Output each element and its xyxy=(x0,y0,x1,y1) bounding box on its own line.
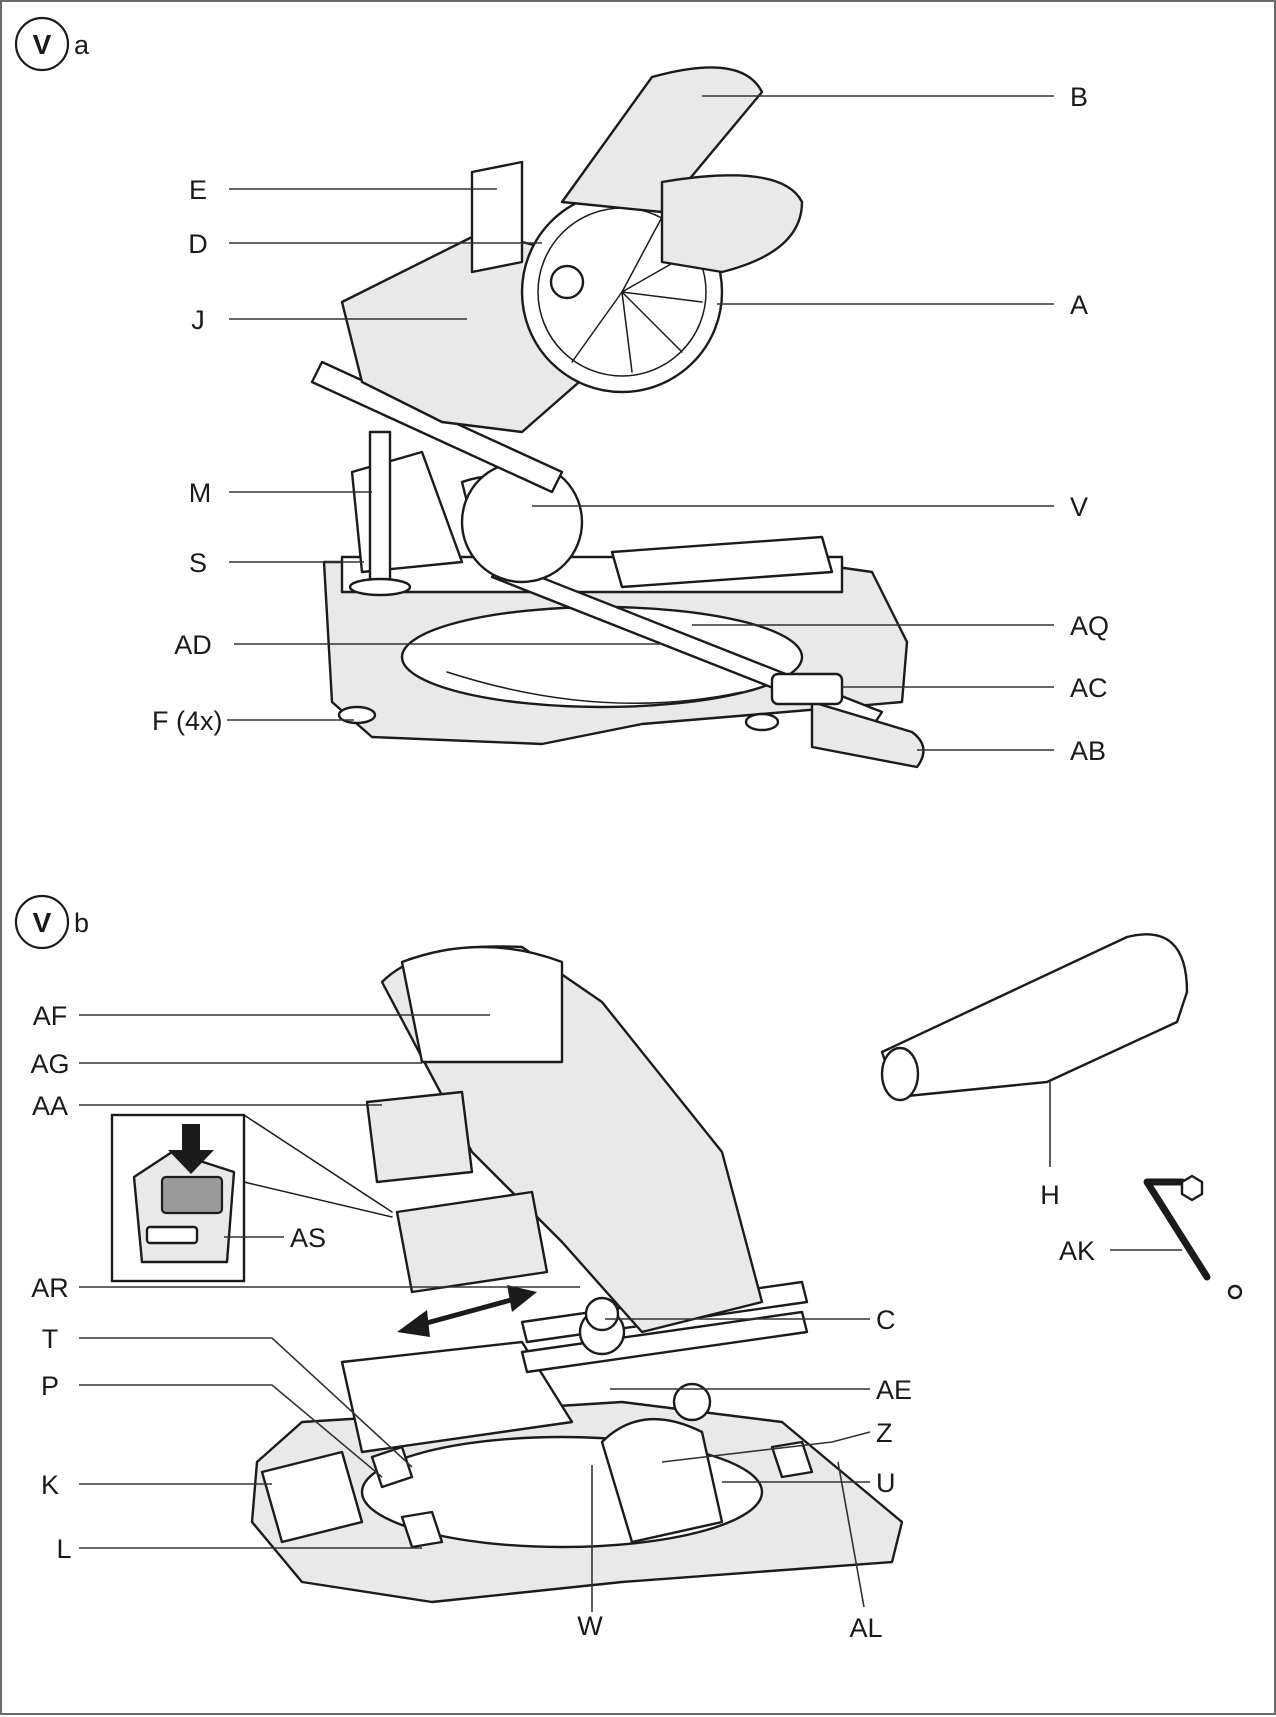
leader-Z xyxy=(661,1431,871,1463)
label-F-4x: F (4x) xyxy=(152,706,223,736)
label-AS: AS xyxy=(290,1223,326,1253)
figure-b-leaders xyxy=(79,1014,1182,1612)
miter-saw-rear-illustration xyxy=(250,945,904,1604)
battery-pack-2 xyxy=(395,1190,549,1294)
label-AR: AR xyxy=(31,1273,69,1303)
label-A: A xyxy=(1070,290,1088,320)
label-Z: Z xyxy=(876,1418,893,1448)
hex-key xyxy=(1143,1178,1211,1281)
bevel-lock xyxy=(584,1296,620,1332)
dust-bag xyxy=(880,933,1189,1099)
label-AL: AL xyxy=(849,1613,882,1643)
figure-b-labels: AF AG AA AS H AK AR C T P AE Z K U L W A… xyxy=(30,1001,1095,1643)
label-AC: AC xyxy=(1070,673,1108,703)
figure-a-badge-letter: V xyxy=(33,29,52,60)
figure-a-letter: a xyxy=(74,30,90,60)
label-AQ: AQ xyxy=(1070,611,1109,641)
battery-pack xyxy=(365,1090,474,1184)
label-AB: AB xyxy=(1070,736,1106,766)
fuel-gauge-leds xyxy=(145,1225,199,1245)
figure-a: V a xyxy=(14,16,1109,769)
label-E: E xyxy=(189,175,207,205)
label-AG: AG xyxy=(30,1049,69,1079)
miter-lock xyxy=(770,672,844,706)
label-B: B xyxy=(1070,82,1088,112)
arbor-bolt xyxy=(549,264,585,300)
label-S: S xyxy=(189,548,207,578)
leader-T xyxy=(79,1337,413,1468)
upper-rail xyxy=(310,360,564,494)
dust-bag-illustration xyxy=(880,933,1189,1102)
wing-knob xyxy=(400,1510,444,1549)
label-U: U xyxy=(876,1468,896,1498)
mounting-foot xyxy=(744,712,780,732)
guard-hub xyxy=(460,460,584,584)
leader-AL xyxy=(837,1461,865,1608)
rear-handle xyxy=(400,945,564,1064)
pivot-post xyxy=(350,450,464,574)
label-J: J xyxy=(191,305,205,335)
label-H: H xyxy=(1040,1180,1060,1210)
battery-inset xyxy=(110,1113,393,1283)
hex-key-illustration xyxy=(1143,1174,1243,1300)
figure-b: V b xyxy=(14,894,1243,1643)
figure-a-leaders xyxy=(227,95,1054,751)
slide-rail-lower xyxy=(520,1310,809,1374)
figure-a-labels: B E D A J M V S AQ AD AC F (4x) AB xyxy=(152,82,1109,766)
circled-v-icon xyxy=(14,16,70,72)
label-L: L xyxy=(56,1534,71,1564)
miter-saw-illustration xyxy=(310,66,925,769)
label-AF: AF xyxy=(33,1001,68,1031)
gauge-button xyxy=(160,1175,224,1215)
label-P: P xyxy=(41,1371,59,1401)
label-T: T xyxy=(42,1324,59,1354)
fence-extension xyxy=(610,535,834,589)
label-AK: AK xyxy=(1059,1236,1095,1266)
mounting-foot xyxy=(337,705,377,725)
vise-foot xyxy=(348,577,412,597)
hex-head-icon xyxy=(1180,1174,1204,1202)
label-AA: AA xyxy=(32,1091,68,1121)
vise-rod xyxy=(368,430,392,584)
label-W: W xyxy=(577,1611,603,1641)
bevel-wing-knob xyxy=(770,1440,814,1479)
motor-body xyxy=(660,174,804,274)
fence-support xyxy=(340,1340,574,1454)
side-extension xyxy=(260,1450,364,1544)
motor-cap xyxy=(470,160,524,274)
figure-b-letter: b xyxy=(74,908,89,938)
figure-b-badge: V b xyxy=(14,894,89,950)
down-arrow-icon xyxy=(168,1124,214,1174)
figure-b-badge-letter: V xyxy=(33,907,52,938)
inset-callout-line xyxy=(243,1181,393,1218)
label-AD: AD xyxy=(174,630,212,660)
circled-v-icon xyxy=(14,894,70,950)
label-AE: AE xyxy=(876,1375,912,1405)
figure-a-badge: V a xyxy=(14,16,90,72)
phillips-tip-icon xyxy=(1227,1284,1243,1300)
dust-bag-port xyxy=(880,1046,920,1102)
label-C: C xyxy=(876,1305,896,1335)
double-arrow-icon xyxy=(397,1285,537,1337)
leader-P xyxy=(79,1384,383,1478)
inset-callout-line xyxy=(243,1114,393,1213)
bevel-pivot xyxy=(600,1417,724,1544)
label-K: K xyxy=(41,1470,59,1500)
label-V: V xyxy=(1070,492,1088,522)
label-M: M xyxy=(189,478,212,508)
label-D: D xyxy=(188,229,208,259)
top-handle xyxy=(560,66,764,214)
miter-scale xyxy=(446,671,743,704)
rail-end-cap xyxy=(672,1382,712,1422)
